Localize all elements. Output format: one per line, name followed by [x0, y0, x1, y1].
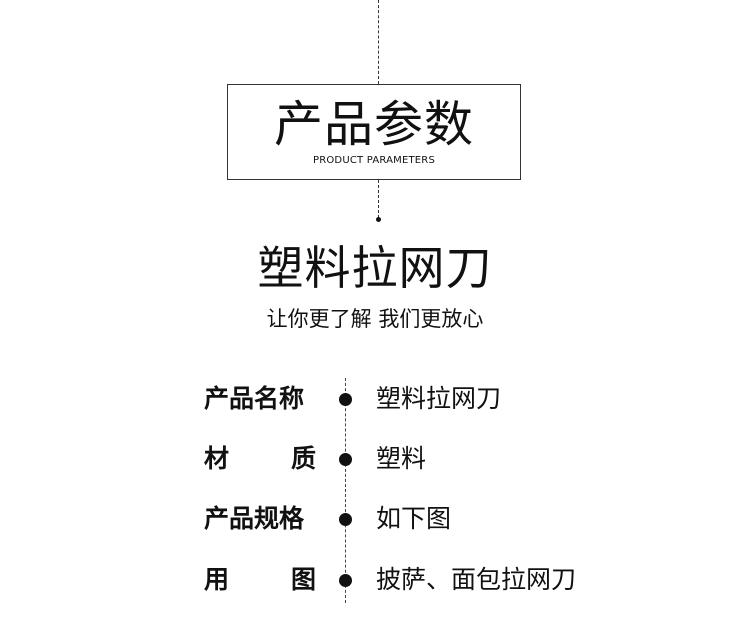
param-label: 材 质	[204, 444, 316, 473]
param-value: 如下图	[376, 504, 452, 533]
param-value: 披萨、面包拉网刀	[376, 565, 577, 594]
product-name-heading: 塑料拉网刀	[257, 241, 493, 295]
section-title-box: 产品参数 PRODUCT PARAMETERS	[227, 84, 521, 180]
param-value: 塑料拉网刀	[376, 384, 502, 413]
section-subtitle: PRODUCT PARAMETERS	[312, 155, 436, 166]
bullet-dot-icon	[339, 393, 352, 406]
params-divider-line	[345, 378, 346, 603]
param-label: 产品规格	[204, 504, 305, 533]
param-row-spec: 产品规格 如下图	[0, 499, 750, 539]
connector-dot	[376, 217, 381, 222]
section-title: 产品参数	[273, 96, 474, 153]
param-row-usage: 用 图 披萨、面包拉网刀	[0, 560, 750, 600]
param-label: 用 图	[204, 565, 316, 594]
product-tagline: 让你更了解 我们更放心	[266, 307, 484, 331]
bullet-dot-icon	[339, 513, 352, 526]
param-row-name: 产品名称 塑料拉网刀	[0, 379, 750, 419]
bullet-dot-icon	[339, 453, 352, 466]
param-value: 塑料	[376, 444, 427, 473]
param-row-material: 材 质 塑料	[0, 439, 750, 479]
top-dashed-line	[378, 0, 379, 84]
bullet-dot-icon	[339, 574, 352, 587]
middle-dashed-line	[378, 180, 379, 218]
param-label: 产品名称	[204, 384, 305, 413]
